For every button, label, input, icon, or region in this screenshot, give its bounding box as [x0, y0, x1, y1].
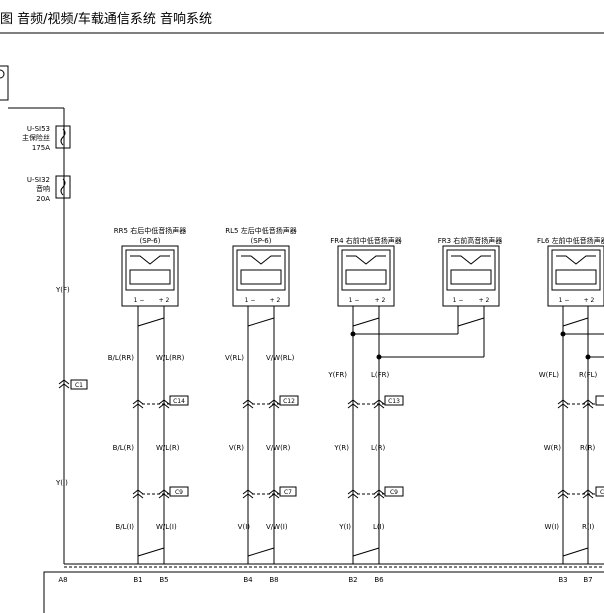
connector-icon	[242, 489, 280, 499]
svg-text:V/W(RL): V/W(RL)	[266, 354, 295, 362]
svg-text:C12: C12	[283, 398, 295, 405]
svg-text:C9: C9	[390, 489, 398, 496]
svg-text:1 −: 1 −	[245, 297, 256, 304]
speaker-label: FR4 右前中低音扬声器	[330, 236, 402, 245]
fuse-rating: 175A	[32, 144, 50, 152]
pin-label: B3	[558, 576, 567, 584]
connector-icon	[557, 489, 594, 499]
svg-text:Y(R): Y(R)	[333, 444, 349, 452]
svg-text:V/W(R): V/W(R)	[266, 444, 291, 452]
fuse-icon	[60, 178, 66, 196]
svg-text:L(FR): L(FR)	[371, 371, 390, 379]
svg-text:1 −: 1 −	[559, 297, 570, 304]
main-wire-color-top: Y(F)	[55, 286, 70, 294]
svg-text:L(R): L(R)	[371, 444, 385, 452]
svg-text:W(FL): W(FL)	[539, 371, 560, 379]
speaker-sub: (SP-6)	[251, 237, 272, 245]
connector-icon	[242, 399, 280, 409]
connector-icon	[557, 399, 594, 409]
svg-text:R(FL): R(FL)	[579, 371, 598, 379]
svg-text:V(RL): V(RL)	[225, 354, 244, 362]
svg-text:W/L(R): W/L(R)	[156, 444, 180, 452]
speaker-fr3: FR3 右前高音扬声器 1 − + 2	[438, 236, 503, 307]
fuse-code: U-SI53	[27, 125, 50, 133]
svg-text:V/W(I): V/W(I)	[266, 523, 288, 531]
svg-text:1 −: 1 −	[134, 297, 145, 304]
fuse-usi32: U-SI32 音响 20A	[27, 175, 71, 203]
svg-text:W(I): W(I)	[545, 523, 560, 531]
svg-text:B/L(R): B/L(R)	[113, 444, 135, 452]
speaker-fr4: FR4 右前中低音扬声器 1 − + 2	[330, 236, 402, 307]
pin-label: B2	[348, 576, 357, 584]
speaker-sub: (SP-6)	[140, 237, 161, 245]
fuse-name: 主保险丝	[22, 133, 50, 142]
source-box	[0, 65, 9, 101]
svg-text:B/L(RR): B/L(RR)	[108, 354, 135, 362]
svg-text:V(R): V(R)	[229, 444, 244, 452]
pin-label: B6	[374, 576, 384, 584]
svg-text:W/L(RR): W/L(RR)	[156, 354, 185, 362]
svg-text:+ 2: + 2	[479, 297, 490, 304]
speaker-icon	[346, 255, 386, 265]
svg-text:C14: C14	[173, 398, 185, 405]
connector-icon	[132, 399, 170, 409]
svg-text:+ 2: + 2	[159, 297, 170, 304]
svg-text:+ 2: + 2	[270, 297, 281, 304]
svg-text:B/L(I): B/L(I)	[115, 523, 134, 531]
speaker-icon	[556, 255, 596, 265]
connector-icon	[58, 379, 70, 389]
page-title: 图 音频/视频/车载通信系统 音响系统	[0, 12, 213, 27]
svg-text:Y(FR): Y(FR)	[327, 371, 347, 379]
wires-rl: V(RL) V/W(RL) C12 V(R) V/W(R) C7 V(I) V/…	[225, 306, 299, 584]
pin-label: B1	[133, 576, 142, 584]
svg-text:C: C	[600, 489, 604, 496]
svg-text:Y(I): Y(I)	[338, 523, 351, 531]
svg-text:1 −: 1 −	[349, 297, 360, 304]
svg-text:C13: C13	[388, 398, 400, 405]
wires-fr: Y(FR) L(FR) C13 Y(R) L(R) C9 Y(I) L(I) B…	[327, 306, 485, 584]
pin-label: B8	[269, 576, 278, 584]
speaker-rr5: RR5 右后中低音扬声器 (SP-6) 1 − + 2	[114, 226, 186, 307]
svg-text:W(R): W(R)	[544, 444, 562, 452]
speaker-fl6: FL6 左前中低音扬声器 1 − + 2	[537, 236, 604, 307]
connector-label: C1	[75, 382, 83, 389]
wires-fl: W(FL) R(FL) W(R) R(R) C W(I) R(I) B3 B7	[539, 306, 604, 584]
svg-text:L(I): L(I)	[373, 523, 385, 531]
connector-icon	[132, 489, 170, 499]
speaker-label: RR5 右后中低音扬声器	[114, 226, 186, 235]
svg-text:R(R): R(R)	[580, 444, 595, 452]
svg-text:V(I): V(I)	[238, 523, 251, 531]
svg-text:1 −: 1 −	[453, 297, 464, 304]
main-wire-color-bottom: Y(I)	[55, 479, 68, 487]
connector-icon	[347, 489, 385, 499]
pin-label: A8	[58, 576, 67, 584]
pin-label: B5	[159, 576, 168, 584]
speaker-icon	[451, 255, 491, 265]
speaker-label: FR3 右前高音扬声器	[438, 236, 503, 245]
fuse-code: U-SI32	[27, 176, 50, 184]
pin-label: B4	[243, 576, 253, 584]
wires-rr: B/L(RR) W/L(RR) C14 B/L(R) W/L(R) C9 B/L…	[108, 306, 189, 584]
svg-text:R(I): R(I)	[582, 523, 595, 531]
connector-icon	[347, 399, 385, 409]
speaker-icon	[130, 255, 170, 265]
svg-text:+ 2: + 2	[375, 297, 386, 304]
speaker-icon	[241, 255, 281, 265]
speaker-label: RL5 左后中低音扬声器	[225, 226, 296, 235]
svg-text:C7: C7	[284, 489, 292, 496]
audio-unit-outline	[43, 571, 604, 613]
svg-text:+ 2: + 2	[584, 297, 595, 304]
fuse-icon	[60, 128, 66, 146]
fuse-rating: 20A	[36, 195, 50, 203]
speaker-rl5: RL5 左后中低音扬声器 (SP-6) 1 − + 2	[225, 226, 297, 307]
speaker-label: FL6 左前中低音扬声器	[537, 236, 604, 245]
fuse-usi53: U-SI53 主保险丝 175A	[22, 125, 71, 152]
svg-text:C9: C9	[175, 489, 183, 496]
source-symbol-icon	[0, 69, 5, 79]
svg-text:W/L(I): W/L(I)	[156, 523, 177, 531]
pin-label: B7	[583, 576, 592, 584]
fuse-name: 音响	[36, 184, 50, 193]
